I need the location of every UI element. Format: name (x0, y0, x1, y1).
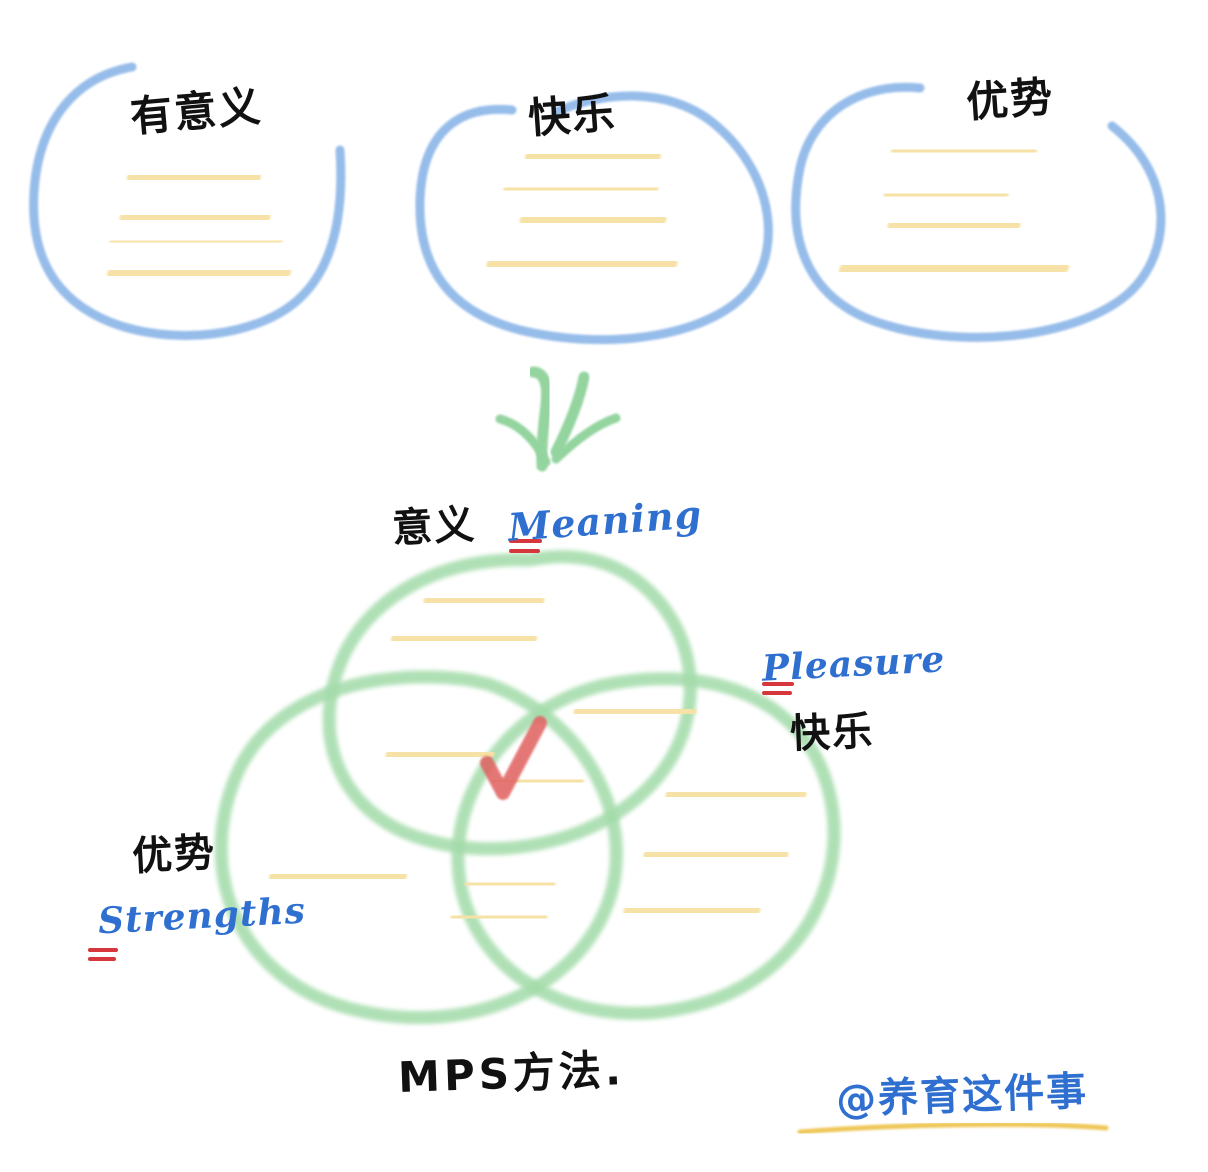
top-card-happy (415, 91, 773, 345)
top-card-strength (791, 82, 1166, 342)
venn-label-meaning-cn: 意义 (391, 501, 478, 553)
venn-label-strengths-cn: 优势 (131, 829, 218, 881)
watermark-underline (797, 1122, 1109, 1135)
diagram-caption: MPS方法. (397, 1045, 626, 1102)
venn-content-lines (269, 590, 807, 926)
underline-pleasure (762, 682, 794, 695)
content-lines-strength (839, 141, 1069, 280)
watermark-handle: @养育这件事 (835, 1068, 1089, 1124)
venn-label-pleasure-cn: 快乐 (789, 708, 875, 758)
content-lines-happy (486, 146, 678, 276)
venn-circle-pleasure (451, 672, 841, 1020)
underline-meaning (509, 539, 542, 553)
top-card-label-meaningful: 有意义 (128, 81, 265, 142)
venn-circle-meaning (322, 550, 697, 856)
top-card-label-strength: 优势 (964, 71, 1056, 128)
red-check-icon (480, 716, 547, 800)
content-lines-meaningful (107, 167, 291, 284)
underline-strengths (88, 948, 118, 961)
venn-circle-strengths (214, 670, 623, 1025)
top-card-label-happy: 快乐 (526, 87, 618, 144)
down-arrow-icon (495, 366, 621, 472)
top-card-meaningful (29, 62, 346, 340)
